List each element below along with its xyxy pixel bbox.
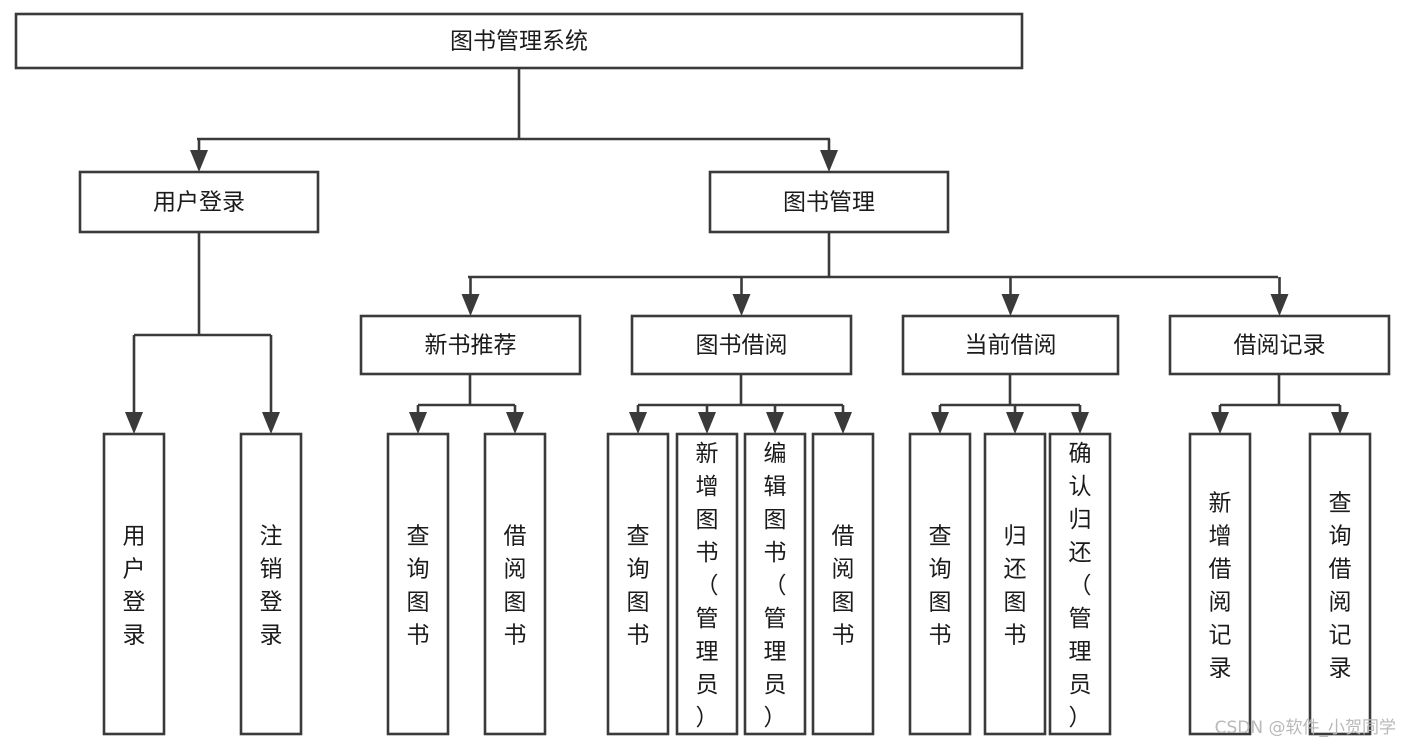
node-box-current-borrow[interactable]: [901, 314, 1120, 376]
node-leaf-user-logout[interactable]: 注销登录: [239, 432, 303, 736]
arrow-leaf-query-book-1: [409, 405, 427, 434]
node-label-leaf-edit-book: 编辑图书（管理员）: [764, 441, 787, 731]
node-box-leaf-query-borrow-record[interactable]: [1308, 432, 1372, 736]
arrow-leaf-confirm-return: [1071, 405, 1089, 434]
node-label-leaf-query-borrow-record: 查询借阅记录: [1329, 491, 1352, 682]
node-label-root: 图书管理系统: [450, 29, 588, 55]
node-box-book-manage[interactable]: [708, 170, 950, 234]
node-leaf-query-book-1[interactable]: 查询图书: [386, 432, 450, 736]
node-label-current-borrow: 当前借阅: [965, 333, 1057, 359]
arrow-borrow-record: [1270, 277, 1289, 316]
node-label-leaf-query-book-1: 查询图书: [407, 524, 430, 649]
node-leaf-add-borrow-record[interactable]: 新增借阅记录: [1188, 432, 1252, 736]
node-leaf-edit-book[interactable]: 编辑图书（管理员）: [743, 432, 807, 736]
connector-bus-user-login: [134, 232, 271, 337]
node-label-leaf-add-borrow-record: 新增借阅记录: [1209, 491, 1232, 682]
arrow-leaf-query-book-3: [931, 405, 949, 434]
arrow-leaf-borrow-book-2: [834, 405, 852, 434]
node-new-book-recommend[interactable]: 新书推荐: [359, 314, 582, 376]
node-label-leaf-user-login: 用户登录: [123, 524, 146, 649]
node-leaf-query-book-2[interactable]: 查询图书: [606, 432, 670, 736]
arrow-current-borrow: [1001, 277, 1020, 316]
node-label-book-manage: 图书管理: [783, 190, 875, 216]
node-label-leaf-borrow-book-2: 借阅图书: [832, 524, 855, 649]
node-box-leaf-borrow-book-2[interactable]: [811, 432, 875, 736]
arrow-user-login: [190, 139, 208, 172]
node-label-user-login: 用户登录: [153, 190, 245, 216]
node-leaf-borrow-book-2[interactable]: 借阅图书: [811, 432, 875, 736]
node-leaf-confirm-return[interactable]: 确认归还（管理员）: [1048, 432, 1112, 736]
arrow-new-book-recommend: [461, 277, 480, 316]
node-box-leaf-query-book-2[interactable]: [606, 432, 670, 736]
arrow-leaf-query-book-2: [629, 405, 647, 434]
node-borrow-record[interactable]: 借阅记录: [1168, 314, 1391, 376]
node-leaf-user-login[interactable]: 用户登录: [102, 432, 166, 736]
connectors-layer: [125, 68, 1349, 434]
node-leaf-add-book[interactable]: 新增图书（管理员）: [675, 432, 739, 736]
node-box-leaf-return-book[interactable]: [983, 432, 1047, 736]
node-leaf-return-book[interactable]: 归还图书: [983, 432, 1047, 736]
arrow-leaf-add-borrow-record: [1211, 405, 1229, 434]
connector-bus-root: [197, 68, 830, 141]
connector-bus-book-manage: [468, 232, 1278, 279]
node-box-borrow-record[interactable]: [1168, 314, 1391, 376]
node-leaf-borrow-book-1[interactable]: 借阅图书: [483, 432, 547, 736]
node-root[interactable]: 图书管理系统: [14, 12, 1024, 70]
arrow-leaf-return-book: [1006, 405, 1024, 434]
node-box-leaf-confirm-return[interactable]: [1048, 432, 1112, 736]
node-book-borrow[interactable]: 图书借阅: [630, 314, 853, 376]
node-leaf-query-book-3[interactable]: 查询图书: [908, 432, 972, 736]
node-box-user-login[interactable]: [78, 170, 320, 234]
node-label-leaf-user-logout: 注销登录: [260, 524, 283, 649]
node-box-leaf-user-login[interactable]: [102, 432, 166, 736]
node-box-leaf-add-book[interactable]: [675, 432, 739, 736]
node-user-login[interactable]: 用户登录: [78, 170, 320, 234]
node-label-leaf-query-book-2: 查询图书: [627, 524, 650, 649]
nodes-layer: 图书管理系统用户登录图书管理新书推荐图书借阅当前借阅借阅记录用户登录注销登录查询…: [14, 12, 1391, 736]
node-label-leaf-query-book-3: 查询图书: [929, 524, 952, 649]
node-box-leaf-user-logout[interactable]: [239, 432, 303, 736]
node-box-root[interactable]: [14, 12, 1024, 70]
node-book-manage[interactable]: 图书管理: [708, 170, 950, 234]
arrow-book-borrow: [732, 277, 751, 316]
arrow-leaf-borrow-book-1: [506, 405, 524, 434]
connector-bus-current-borrow: [940, 374, 1080, 407]
connector-bus-new-book: [418, 374, 515, 407]
node-label-new-book-recommend: 新书推荐: [425, 333, 517, 359]
node-label-leaf-borrow-book-1: 借阅图书: [504, 524, 527, 649]
node-label-leaf-confirm-return: 确认归还（管理员）: [1069, 441, 1092, 731]
arrow-leaf-user-login: [125, 335, 143, 434]
arrow-leaf-edit-book: [766, 405, 784, 434]
node-label-borrow-record: 借阅记录: [1234, 333, 1326, 359]
node-box-book-borrow[interactable]: [630, 314, 853, 376]
arrow-leaf-add-book: [698, 405, 716, 434]
node-box-leaf-query-book-3[interactable]: [908, 432, 972, 736]
node-box-leaf-edit-book[interactable]: [743, 432, 807, 736]
node-box-leaf-query-book-1[interactable]: [386, 432, 450, 736]
node-current-borrow[interactable]: 当前借阅: [901, 314, 1120, 376]
node-box-leaf-add-borrow-record[interactable]: [1188, 432, 1252, 736]
arrow-leaf-query-borrow-record: [1331, 405, 1349, 434]
connector-bus-book-borrow: [638, 374, 843, 407]
node-label-book-borrow: 图书借阅: [696, 333, 788, 359]
node-label-leaf-return-book: 归还图书: [1004, 524, 1027, 649]
node-label-leaf-add-book: 新增图书（管理员）: [696, 441, 719, 731]
arrow-book-manage: [820, 139, 838, 172]
arrow-leaf-user-logout: [262, 335, 280, 434]
connector-bus-borrow-record: [1220, 374, 1340, 407]
node-leaf-query-borrow-record[interactable]: 查询借阅记录: [1308, 432, 1372, 736]
node-box-leaf-borrow-book-1[interactable]: [483, 432, 547, 736]
node-box-new-book-recommend[interactable]: [359, 314, 582, 376]
csdn-watermark: CSDN @软件_小贺同学: [1215, 718, 1396, 738]
